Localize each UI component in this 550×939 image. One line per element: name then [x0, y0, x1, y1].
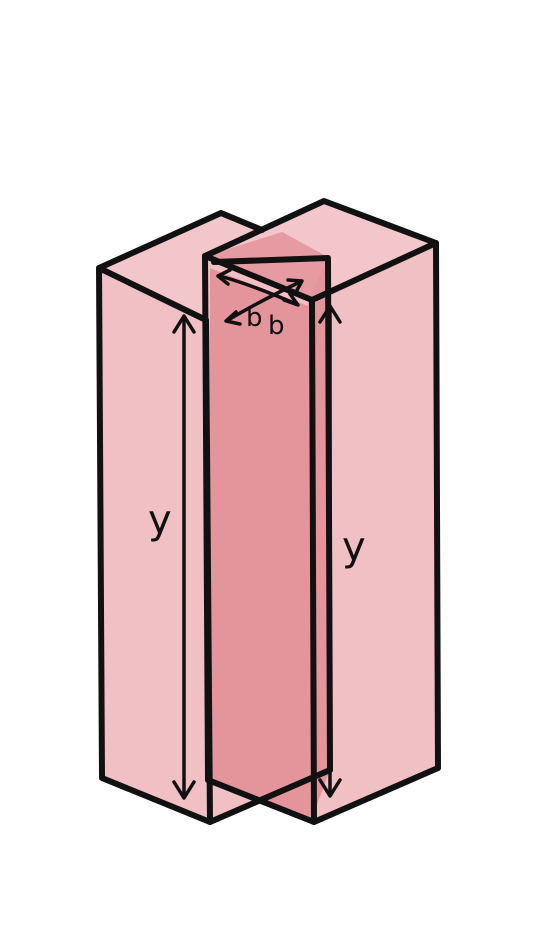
left-prism-bottom-back-edge [207, 767, 333, 825]
overlap-width-label-1: b [246, 303, 263, 333]
left-height-arrow-head-bottom [172, 780, 196, 800]
left-prism-outline-top [96, 210, 265, 271]
left-prism-front-face [99, 268, 210, 822]
left-height-dimension: y [148, 314, 196, 800]
right-height-arrow-head-bottom [318, 778, 342, 798]
overlap-width-arrow-1-head-right [282, 292, 300, 307]
right-prism-left-edge [202, 253, 211, 783]
left-height-label: y [148, 497, 172, 543]
right-height-arrow-head-top [318, 304, 342, 324]
overlap-width-dimensions: b b [216, 268, 304, 341]
overlap-width-arrow-1-head-left [216, 268, 232, 286]
right-prism-bottom-left-edge [205, 777, 317, 825]
right-height-label: y [342, 524, 366, 570]
overlap-top-edge [211, 255, 331, 265]
overlap-width-arrow-2-head-left [224, 310, 242, 326]
overlap-width-arrow-2-head-right [286, 278, 304, 294]
overlap-width-arrow-2 [226, 280, 302, 322]
right-prism-right-face [312, 243, 438, 822]
overlap-front-face [210, 268, 312, 818]
right-prism-outline [202, 198, 441, 825]
left-height-arrow-head-top [172, 314, 196, 334]
right-height-dimension: y [318, 304, 366, 798]
overlap-width-label-2: b [268, 311, 285, 341]
